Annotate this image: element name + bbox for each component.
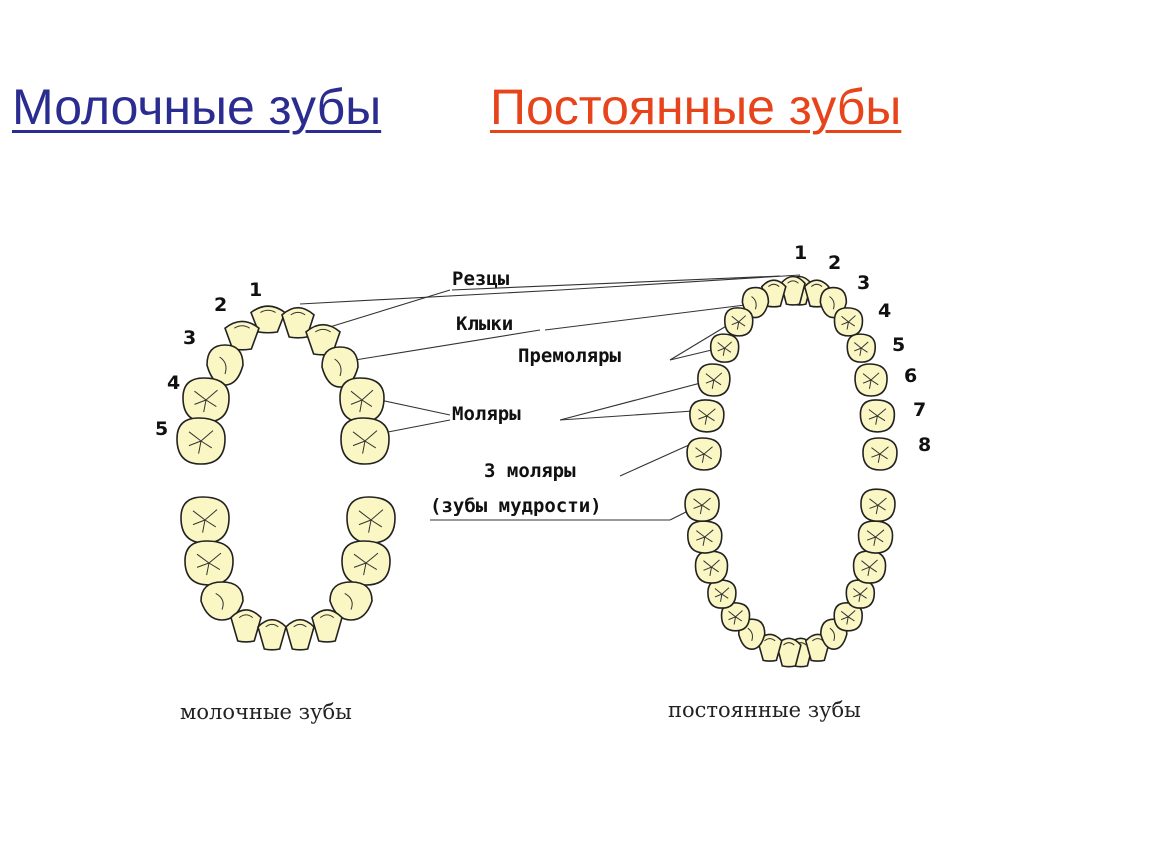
milk-number-4: 4 [167,372,180,394]
milk-upper-tooth [339,377,385,423]
milk-upper-tooth [182,377,230,423]
label-molars: Моляры [452,403,521,425]
permanent-lower-tooth [684,488,720,523]
label-wisdom-teeth: (зубы мудрости) [430,495,602,517]
leader-line [379,399,451,416]
milk-lower-tooth [230,609,262,643]
permanent-number-2: 2 [828,252,841,274]
leader-line [669,324,729,361]
permanent-upper-tooth [854,363,888,397]
permanent-number-7: 7 [913,399,926,421]
permanent-upper-tooth [697,363,731,397]
milk-upper-tooth [321,346,359,388]
milk-teeth-link[interactable]: Молочные зубы [12,79,382,135]
leader-line [299,289,561,305]
leader-line [619,439,701,477]
permanent-number-6: 6 [904,365,917,387]
milk-lower-tooth [341,540,391,586]
permanent-upper-arch [686,275,898,471]
permanent-upper-tooth [846,333,877,363]
permanent-teeth-link[interactable]: Постоянные зубы [490,79,902,135]
milk-upper-tooth [176,417,226,465]
caption-permanent-teeth: постоянные зубы [668,698,861,722]
permanent-lower-tooth [833,602,863,632]
permanent-upper-tooth [780,275,806,306]
milk-upper-arch [176,305,390,465]
permanent-lower-tooth [686,520,723,554]
milk-number-5: 5 [155,418,168,440]
milk-upper-tooth [250,305,286,334]
permanent-number-8: 8 [918,434,931,456]
label-canines: Клыки [456,313,513,335]
milk-number-2: 2 [214,294,227,316]
milk-lower-tooth [200,581,244,621]
permanent-upper-tooth [833,307,864,337]
milk-lower-tooth [184,540,234,586]
leader-line [451,275,781,291]
permanent-lower-tooth [857,520,894,554]
permanent-lower-tooth [707,579,737,609]
milk-lower-tooth [285,618,315,651]
permanent-lower-tooth [845,579,876,609]
label-third-molars: 3 моляры [484,460,576,482]
permanent-lower-tooth [694,550,729,584]
permanent-lower-tooth [852,550,887,584]
permanent-number-4: 4 [878,300,891,322]
permanent-number-3: 3 [857,272,870,294]
milk-lower-tooth [329,581,373,621]
leader-line [559,379,713,421]
permanent-number-1: 1 [794,242,807,264]
permanent-upper-tooth [862,437,898,471]
permanent-upper-tooth [686,437,722,471]
leader-line [559,274,801,291]
permanent-lower-arch [684,488,896,668]
label-premolars: Премоляры [518,345,622,367]
leader-line [387,419,451,433]
milk-lower-tooth [346,496,396,544]
leader-line [319,289,451,331]
milk-upper-tooth [281,306,315,339]
caption-milk-teeth: молочные зубы [180,700,352,724]
permanent-lower-tooth [775,637,802,668]
permanent-upper-tooth [709,333,740,363]
permanent-lower-tooth [756,633,783,662]
leader-line [559,409,709,421]
leader-line [544,304,746,331]
milk-number-3: 3 [183,327,196,349]
milk-lower-arch [180,496,396,651]
milk-upper-tooth [340,417,390,465]
milk-number-1: 1 [249,279,262,301]
permanent-number-5: 5 [892,334,905,356]
leader-line [354,329,541,361]
milk-lower-tooth [311,609,343,643]
permanent-upper-tooth [689,399,725,433]
permanent-lower-tooth [860,488,896,523]
permanent-upper-tooth [723,307,754,337]
milk-lower-tooth [257,618,287,651]
milk-lower-tooth [180,496,230,544]
label-incisors: Резцы [452,268,510,290]
permanent-upper-tooth [859,399,896,433]
